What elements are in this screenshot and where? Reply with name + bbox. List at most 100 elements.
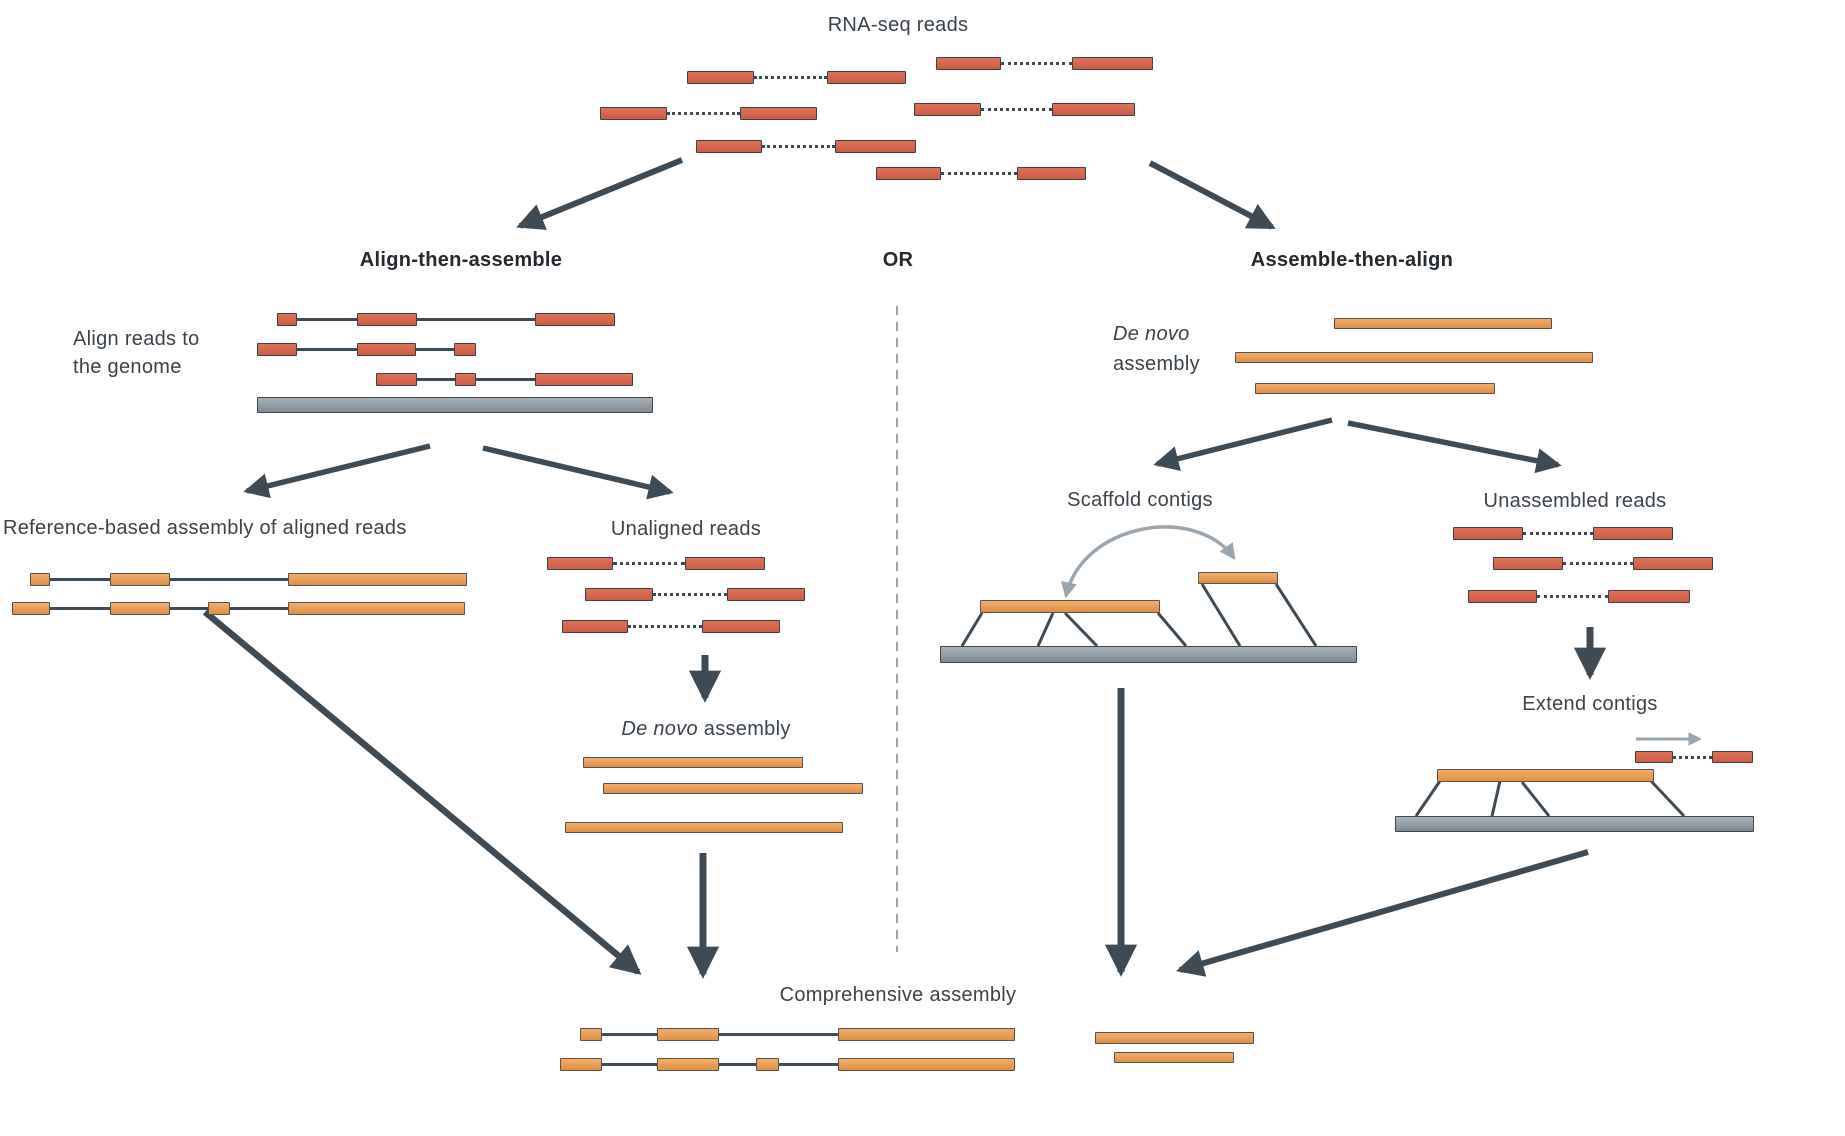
exon bbox=[277, 313, 297, 326]
scaffold-contigs-label: Scaffold contigs bbox=[1067, 489, 1213, 511]
read bbox=[1593, 527, 1673, 540]
exon bbox=[455, 373, 476, 386]
align-reads-label-line2: the genome bbox=[73, 356, 182, 378]
genome-bar bbox=[1395, 816, 1754, 832]
contig bbox=[1095, 1032, 1254, 1044]
de-novo-italic: De novo bbox=[621, 718, 698, 740]
align-reads-label-line1: Align reads to bbox=[73, 328, 200, 350]
read bbox=[702, 620, 780, 633]
exon bbox=[30, 573, 50, 586]
read bbox=[1072, 57, 1153, 70]
unassembled-reads-label: Unassembled reads bbox=[1483, 490, 1667, 512]
read bbox=[696, 140, 762, 153]
contig bbox=[1114, 1052, 1234, 1063]
reference-based-assembly-label: Reference-based assembly of aligned read… bbox=[3, 517, 407, 539]
arrow-to-align-then-assemble bbox=[516, 157, 684, 230]
arrow-to-unaligned-reads bbox=[482, 445, 674, 500]
read-pair-connector bbox=[762, 145, 835, 148]
exon bbox=[756, 1058, 779, 1071]
read-pair-connector bbox=[1563, 562, 1633, 565]
contig bbox=[583, 757, 803, 768]
arrow-to-scaffold-contigs bbox=[1153, 417, 1333, 472]
intron-line bbox=[30, 578, 467, 581]
arrow-ref-assembly-to-comprehensive bbox=[202, 609, 642, 975]
exon bbox=[288, 602, 465, 615]
read bbox=[1017, 167, 1086, 180]
comprehensive-assembly-label: Comprehensive assembly bbox=[779, 984, 1017, 1006]
scaffold-contig bbox=[1198, 572, 1278, 584]
genome-bar bbox=[257, 397, 653, 413]
read bbox=[1633, 557, 1713, 570]
contig bbox=[1334, 318, 1552, 329]
exon bbox=[535, 313, 615, 326]
exon bbox=[560, 1058, 602, 1071]
read bbox=[687, 71, 754, 84]
read bbox=[835, 140, 916, 153]
exon bbox=[657, 1028, 719, 1041]
read bbox=[727, 588, 805, 601]
scaffold-contig bbox=[980, 600, 1160, 613]
align-reads-label: Align reads to the genome bbox=[73, 325, 200, 381]
read-pair-connector bbox=[981, 108, 1052, 111]
de-novo-assembly-right-label: De novo assembly bbox=[1113, 319, 1200, 379]
intron-line bbox=[277, 318, 615, 321]
exon bbox=[208, 602, 230, 615]
read bbox=[1453, 527, 1523, 540]
intron-line bbox=[580, 1033, 1015, 1036]
read-pair-connector bbox=[1523, 532, 1593, 535]
read bbox=[562, 620, 628, 633]
exon bbox=[838, 1058, 1015, 1071]
left-branch-heading: Align-then-assemble bbox=[359, 249, 563, 271]
contig bbox=[565, 822, 843, 833]
read-pair-connector bbox=[1537, 595, 1608, 598]
scaffold-link-arc-arrow bbox=[1061, 525, 1236, 599]
unaligned-reads-label: Unaligned reads bbox=[610, 518, 762, 540]
contig bbox=[1255, 383, 1495, 394]
de-novo-right-line1: De novo bbox=[1113, 323, 1190, 345]
extend-mapping-lines bbox=[1414, 779, 1686, 818]
de-novo-rest: assembly bbox=[697, 718, 791, 740]
read bbox=[1635, 751, 1673, 763]
read-pair-connector bbox=[653, 593, 727, 596]
exon bbox=[357, 313, 417, 326]
read bbox=[585, 588, 653, 601]
read bbox=[1052, 103, 1135, 116]
right-branch-heading: Assemble-then-align bbox=[1250, 249, 1454, 271]
read bbox=[740, 107, 817, 120]
exon bbox=[288, 573, 467, 586]
de-novo-right-line2: assembly bbox=[1113, 353, 1200, 375]
exon bbox=[12, 602, 50, 615]
figure-title: RNA-seq reads bbox=[827, 14, 969, 36]
read-pair-connector bbox=[1001, 62, 1072, 65]
intron-line bbox=[560, 1063, 1015, 1066]
exon bbox=[257, 343, 297, 356]
read bbox=[1493, 557, 1563, 570]
contig bbox=[603, 783, 863, 794]
scaffold-mapping-lines bbox=[960, 583, 1318, 648]
de-novo-assembly-left-label: De novo assembly bbox=[556, 718, 856, 741]
read-pair-connector bbox=[1673, 756, 1712, 759]
arrow-to-unassembled-reads bbox=[1347, 420, 1562, 474]
exon bbox=[110, 602, 170, 615]
read-pair-connector bbox=[754, 76, 827, 79]
read bbox=[685, 557, 765, 570]
arrow-to-reference-based-assembly bbox=[243, 443, 431, 499]
read bbox=[1468, 590, 1537, 603]
read bbox=[600, 107, 667, 120]
exon bbox=[110, 573, 170, 586]
exon bbox=[357, 343, 416, 356]
extend-contigs-label: Extend contigs bbox=[1522, 693, 1658, 715]
exon bbox=[657, 1058, 719, 1071]
exon bbox=[376, 373, 417, 386]
exon bbox=[535, 373, 633, 386]
genome-bar bbox=[940, 646, 1357, 663]
exon bbox=[580, 1028, 602, 1041]
exon bbox=[454, 343, 476, 356]
arrow-extend-to-comprehensive bbox=[1176, 849, 1589, 977]
read bbox=[1712, 751, 1753, 763]
read-pair-connector bbox=[941, 172, 1017, 175]
read bbox=[914, 103, 981, 116]
read bbox=[827, 71, 906, 84]
intron-line bbox=[376, 378, 633, 381]
